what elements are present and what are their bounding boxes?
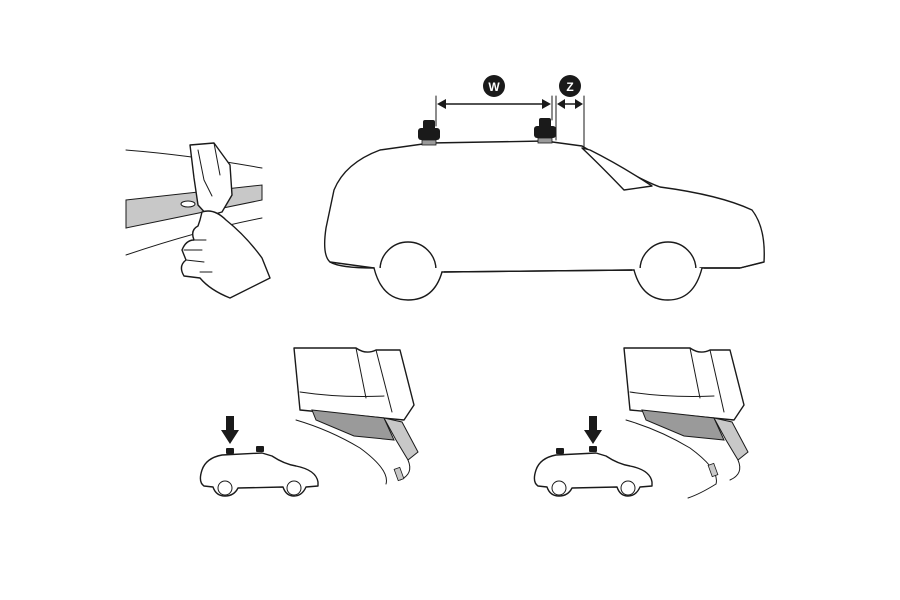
panel-front-foot: [533, 347, 749, 499]
small-car-rear-marked: [199, 416, 319, 497]
small-car-front-marked: [533, 416, 653, 497]
roof-rail: [125, 184, 263, 229]
foot-pad: [311, 409, 395, 441]
foot-closeup-front: [623, 347, 749, 499]
foot-detail: [197, 149, 213, 197]
roof-foot-rear: [418, 120, 440, 146]
foot-closeup-rear: [293, 347, 419, 485]
z-dimension-arrow: [557, 99, 583, 109]
w-badge-label: W: [488, 80, 500, 94]
w-badge: W: [483, 75, 505, 97]
panel-car-measurement: W Z: [323, 75, 765, 304]
foot-pad: [641, 409, 725, 441]
roof-clamp: [383, 417, 419, 461]
z-badge-label: Z: [566, 80, 573, 94]
down-arrow-icon: [221, 416, 239, 444]
panel-rear-foot: [199, 347, 419, 497]
w-dimension-arrow: [437, 99, 551, 109]
roof-foot-front: [534, 118, 556, 144]
z-badge: Z: [559, 75, 581, 97]
panel-hand-release: [125, 142, 271, 299]
release-button-icon: [180, 200, 196, 208]
windshield: [581, 147, 653, 191]
down-arrow-icon: [584, 416, 602, 444]
roof-clamp: [713, 417, 749, 461]
hand-icon: [180, 210, 271, 299]
